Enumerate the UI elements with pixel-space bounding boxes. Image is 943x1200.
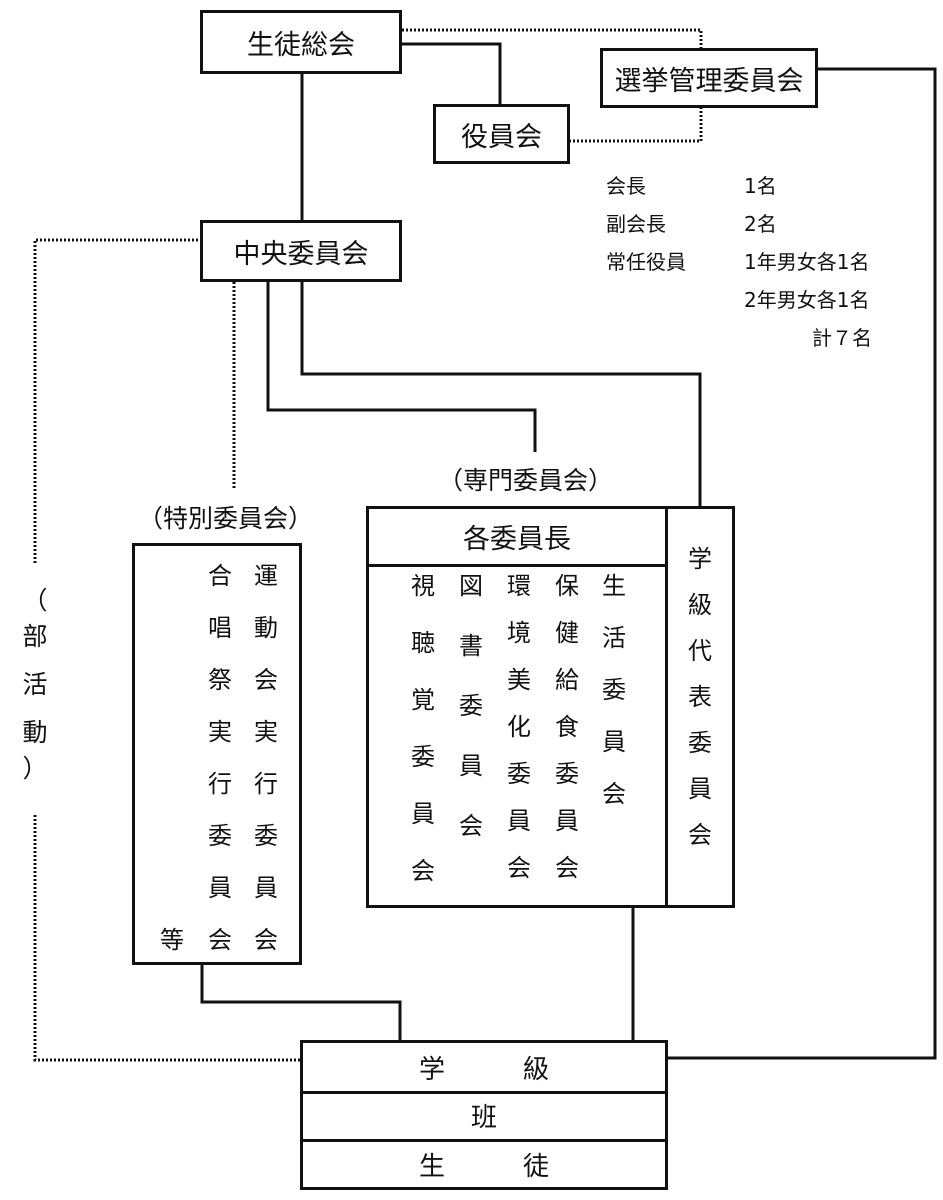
vertical-char: 行 (254, 770, 278, 798)
vertical-char: 表 (688, 683, 712, 711)
vertical-char: 委 (602, 676, 626, 704)
committee-audiovisual: 視聴覚委員会 (403, 574, 443, 916)
vertical-char: 図 (459, 572, 483, 600)
central-committee-box: 中央委員会 (200, 220, 402, 282)
general-assembly-label: 生徒総会 (247, 29, 355, 61)
committee-life: 生活委員会 (594, 574, 634, 834)
special-committee-caption: （特別委員会） (138, 504, 314, 533)
class-representative-box: 学級代表委員会 (665, 506, 735, 908)
election-committee-label: 選挙管理委員会 (614, 65, 804, 97)
vertical-char: 等 (160, 926, 184, 954)
vertical-char: 委 (411, 743, 435, 771)
vertical-char: 運 (254, 562, 278, 590)
vertical-char: 委 (507, 760, 531, 788)
officer-count: 2年男女各1名 (744, 288, 870, 312)
officers-box: 役員会 (433, 104, 570, 164)
students-row: 生 徒 (418, 1152, 549, 1182)
vertical-char: 環 (507, 572, 531, 600)
vertical-char: 委 (688, 729, 712, 757)
vertical-char: 級 (688, 591, 712, 619)
vertical-char: 動 (254, 614, 278, 642)
officer-count: 1年男女各1名 (744, 250, 870, 274)
committee-environment: 環境美化委員会 (499, 574, 539, 903)
vertical-char: 委 (459, 692, 483, 720)
vertical-char: 合 (208, 562, 232, 590)
vertical-char: 員 (459, 752, 483, 780)
special-committee-chorus-festival: 合唱祭実行委員会 (200, 564, 240, 980)
officer-total: 計７名 (812, 326, 872, 350)
vertical-char: 書 (459, 632, 483, 660)
class-row: 学 級 (303, 1043, 665, 1094)
vertical-char: 員 (254, 874, 278, 902)
vertical-char: 員 (602, 728, 626, 756)
vertical-char: 員 (507, 807, 531, 835)
vertical-char: 会 (254, 666, 278, 694)
vertical-char: 委 (208, 822, 232, 850)
officers-label: 役員会 (461, 121, 542, 153)
special-committee-sports-festival: 運動会実行委員会 (246, 564, 286, 980)
vertical-char: 員 (411, 800, 435, 828)
vertical-char: 実 (208, 718, 232, 746)
class-representative-label: 学級代表委員会 (680, 547, 720, 869)
officer-role: 常任役員 (606, 250, 686, 274)
vertical-char: 会 (459, 812, 483, 840)
vertical-char: 会 (555, 854, 579, 882)
central-committee-label: 中央委員会 (233, 238, 369, 270)
vertical-char: 祭 (208, 666, 232, 694)
officer-count: 1名 (744, 174, 777, 198)
vertical-char: 覚 (411, 686, 435, 714)
vertical-char: 境 (507, 619, 531, 647)
vertical-char: 会 (411, 857, 435, 885)
vertical-char: 会 (602, 780, 626, 808)
vertical-char: 会 (507, 854, 531, 882)
vertical-char: 会 (208, 926, 232, 954)
vertical-char: 員 (208, 874, 232, 902)
vertical-char: 美 (507, 666, 531, 694)
group-row: 班 (303, 1091, 665, 1142)
class-group-box: 学 級 班 生 徒 (300, 1040, 668, 1190)
vertical-char: 委 (555, 760, 579, 788)
general-assembly-box: 生徒総会 (200, 10, 402, 74)
election-committee-box: 選挙管理委員会 (600, 48, 818, 108)
special-committee-box: 運動会実行委員会 合唱祭実行委員会 等 (132, 543, 302, 965)
vertical-char: 化 (507, 713, 531, 741)
vertical-char: 聴 (411, 629, 435, 657)
committee-chairs-header: 各委員長 (369, 509, 665, 567)
vertical-char: 実 (254, 718, 278, 746)
vertical-char: 員 (688, 775, 712, 803)
vertical-char: 唱 (208, 614, 232, 642)
vertical-char: 委 (254, 822, 278, 850)
committee-health-lunch: 保健給食委員会 (547, 574, 587, 903)
standing-committee-box: 各委員長 生活委員会 保健給食委員会 環境美化委員会 図書委員会 視聴覚委員会 (366, 506, 668, 908)
club-activities-label: （ 部 活 動 ） (22, 586, 48, 783)
vertical-char: 会 (688, 821, 712, 849)
vertical-char: 食 (555, 713, 579, 741)
officer-role: 会長 (606, 174, 646, 198)
vertical-char: 員 (555, 807, 579, 835)
standing-committee-caption: （専門委員会） (438, 466, 614, 495)
vertical-char: 生 (602, 572, 626, 600)
officer-role: 副会長 (606, 212, 666, 236)
committee-library: 図書委員会 (451, 574, 491, 874)
vertical-char: 会 (254, 926, 278, 954)
officer-count: 2名 (744, 212, 777, 236)
vertical-char: 健 (555, 619, 579, 647)
special-committee-etc: 等 (152, 928, 192, 980)
vertical-char: 代 (688, 637, 712, 665)
vertical-char: 行 (208, 770, 232, 798)
vertical-char: 活 (602, 624, 626, 652)
vertical-char: 給 (555, 666, 579, 694)
vertical-char: 視 (411, 572, 435, 600)
vertical-char: 学 (688, 545, 712, 573)
vertical-char: 保 (555, 572, 579, 600)
